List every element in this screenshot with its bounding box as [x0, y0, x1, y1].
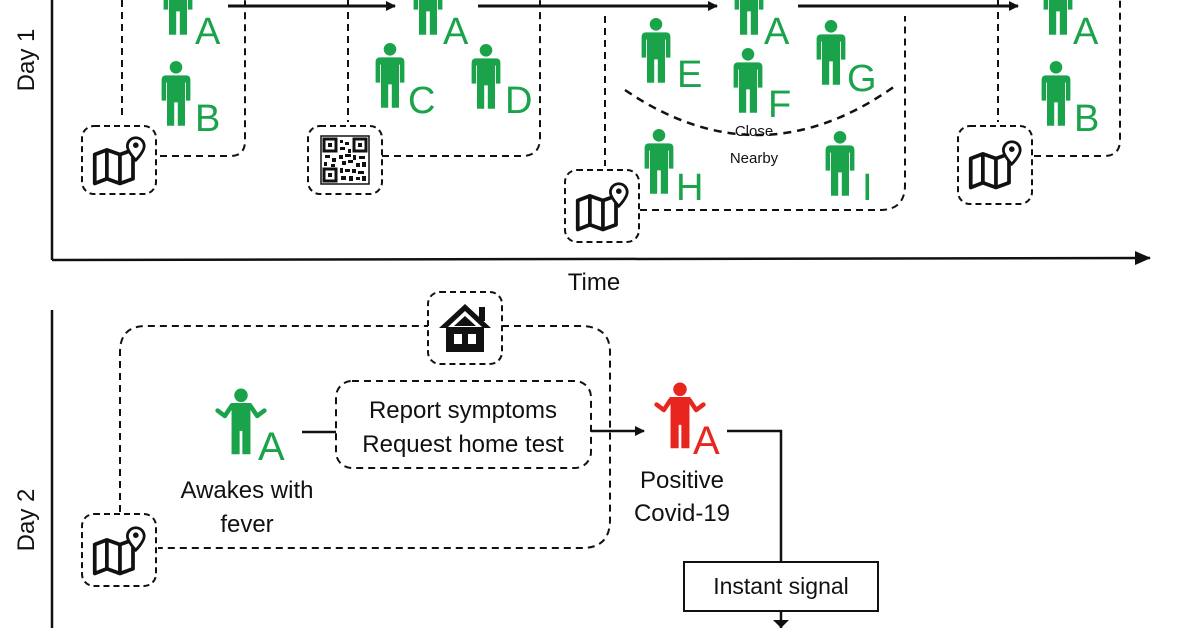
- person-b-slot4: [1041, 61, 1071, 126]
- person-label: B: [195, 98, 220, 140]
- proximity-nearby-label: Nearby: [730, 150, 779, 167]
- person-label: H: [676, 167, 703, 209]
- flow-line-positive-to-signal: [727, 429, 783, 562]
- report-line1: Report symptoms: [369, 397, 557, 424]
- person-a-slot4: [1043, 0, 1073, 35]
- person-i: [825, 131, 855, 196]
- person-g: [816, 20, 846, 85]
- location-group-2: [347, 0, 541, 157]
- location-group-4: [997, 0, 1121, 157]
- person-f: [733, 48, 763, 113]
- day2-location-loop: [119, 325, 611, 549]
- person-label: G: [847, 58, 877, 100]
- map-icon: [957, 125, 1033, 205]
- person-label: A: [195, 11, 221, 53]
- location-group-3: [604, 16, 906, 211]
- map-icon: [564, 169, 640, 243]
- map-icon: [81, 513, 157, 587]
- person-c: [375, 43, 405, 108]
- person-label: F: [768, 84, 791, 126]
- day1-time-axis: [51, 251, 1151, 266]
- person-label: A: [443, 11, 469, 53]
- proximity-arc: [624, 84, 896, 137]
- time-axis-label: Time: [568, 269, 620, 296]
- person-a-slot2: [413, 0, 443, 35]
- person-label: A: [258, 425, 285, 469]
- person-label: D: [505, 80, 532, 122]
- person-label: B: [1074, 98, 1099, 140]
- person-label: A: [693, 419, 720, 463]
- person-label: A: [764, 11, 790, 53]
- person-a-slot1: [163, 0, 193, 35]
- positive-line1: Positive: [640, 467, 724, 494]
- person-label: E: [677, 54, 702, 96]
- location-group-1: [121, 0, 246, 157]
- person-label: A: [1073, 11, 1099, 53]
- flow-arrow-signal-down-head: [773, 620, 789, 628]
- person-d: [471, 44, 501, 109]
- person-a-slot3: [734, 0, 764, 35]
- day1-label: Day 1: [13, 29, 40, 92]
- qr-code-icon: [307, 125, 383, 195]
- report-box: [335, 380, 592, 469]
- awake-text-line1: Awakes with: [181, 477, 314, 504]
- map-icon: [81, 125, 157, 195]
- person-label: I: [862, 167, 873, 209]
- person-label: C: [408, 80, 435, 122]
- person-e: [641, 18, 671, 83]
- proximity-close-label: Close: [735, 123, 773, 140]
- positive-line2: Covid-19: [634, 500, 730, 527]
- day2-label: Day 2: [13, 489, 40, 552]
- person-h: [644, 129, 674, 194]
- report-line2: Request home test: [362, 431, 564, 458]
- home-icon: [427, 291, 503, 365]
- awake-text-line2: fever: [220, 511, 273, 538]
- instant-signal-label: Instant signal: [713, 573, 849, 599]
- person-b-slot1: [161, 61, 191, 126]
